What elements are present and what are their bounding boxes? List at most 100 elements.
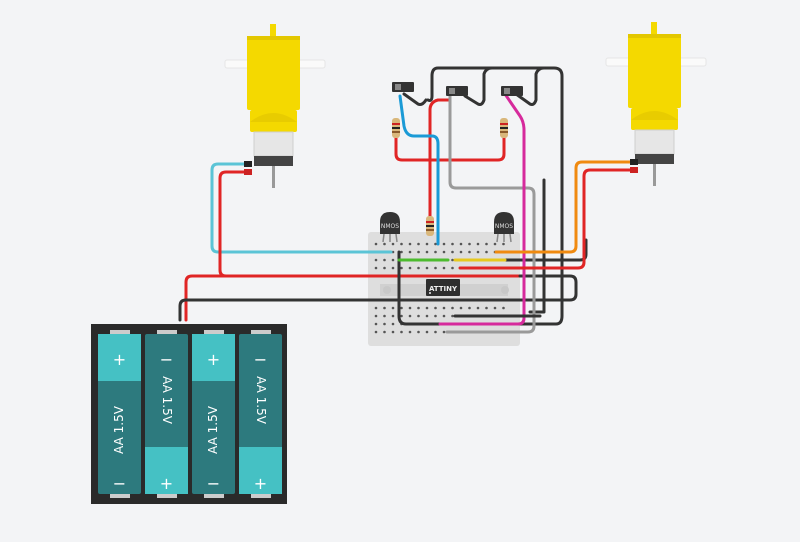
breadboard-hole[interactable] xyxy=(374,242,378,246)
motor-right[interactable] xyxy=(605,22,707,186)
wire-black-top[interactable] xyxy=(397,66,564,326)
breadboard-hole[interactable] xyxy=(468,242,471,246)
breadboard-hole[interactable] xyxy=(383,266,386,270)
wire-cyan[interactable] xyxy=(210,162,393,254)
resistor-1[interactable] xyxy=(392,118,400,138)
breadboard-hole[interactable] xyxy=(400,266,403,270)
breadboard-hole[interactable] xyxy=(493,306,497,310)
breadboard-hole[interactable] xyxy=(434,306,437,310)
breadboard-hole[interactable] xyxy=(374,266,378,270)
wire-red-sw2[interactable] xyxy=(428,98,451,234)
breadboard-hole[interactable] xyxy=(459,306,463,310)
wire-black-sw3[interactable] xyxy=(514,66,546,106)
breadboard-hole[interactable] xyxy=(408,314,412,318)
breadboard-hole[interactable] xyxy=(408,242,412,246)
battery-cell[interactable]: +−AA 1.5V xyxy=(98,330,141,498)
switch-2[interactable] xyxy=(446,86,468,96)
breadboard-hole[interactable] xyxy=(502,306,505,310)
breadboard-hole[interactable] xyxy=(485,306,488,310)
breadboard-hole[interactable] xyxy=(434,250,437,254)
breadboard-hole[interactable] xyxy=(451,306,454,310)
battery-cell[interactable]: −+AA 1.5V xyxy=(145,330,188,498)
attiny-chip[interactable]: ATTINY xyxy=(426,279,460,296)
breadboard-hole[interactable] xyxy=(374,330,378,334)
breadboard-hole[interactable] xyxy=(442,266,446,270)
breadboard-hole[interactable] xyxy=(434,266,437,270)
breadboard-hole[interactable] xyxy=(451,314,454,318)
breadboard-hole[interactable] xyxy=(442,250,446,254)
breadboard-hole[interactable] xyxy=(485,250,488,254)
breadboard-hole[interactable] xyxy=(400,330,403,334)
battery-pack[interactable]: +−AA 1.5V−+AA 1.5V+−AA 1.5V−+AA 1.5V xyxy=(91,324,287,504)
breadboard-hole[interactable] xyxy=(417,314,420,318)
breadboard-hole[interactable] xyxy=(417,242,420,246)
breadboard-hole[interactable] xyxy=(374,322,378,326)
breadboard-hole[interactable] xyxy=(400,242,403,246)
breadboard-hole[interactable] xyxy=(425,306,429,310)
switch-3[interactable] xyxy=(501,86,523,96)
wire-orange[interactable] xyxy=(494,160,636,254)
breadboard-hole[interactable] xyxy=(374,306,378,310)
breadboard-hole[interactable] xyxy=(400,306,403,310)
breadboard-hole[interactable] xyxy=(442,306,446,310)
breadboard-hole[interactable] xyxy=(451,242,454,246)
breadboard-hole[interactable] xyxy=(459,250,463,254)
breadboard-hole[interactable] xyxy=(408,306,412,310)
breadboard-hole[interactable] xyxy=(391,314,395,318)
breadboard-hole[interactable] xyxy=(391,306,395,310)
breadboard-hole[interactable] xyxy=(391,266,395,270)
breadboard-hole[interactable] xyxy=(434,242,437,246)
breadboard-hole[interactable] xyxy=(434,314,437,318)
breadboard-hole[interactable] xyxy=(417,330,420,334)
breadboard-hole[interactable] xyxy=(459,242,463,246)
wire-red-motor-right[interactable] xyxy=(458,168,636,270)
breadboard-hole[interactable] xyxy=(417,266,420,270)
breadboard-hole[interactable] xyxy=(451,266,454,270)
breadboard-hole[interactable] xyxy=(417,306,420,310)
transistor-right[interactable]: NMOS xyxy=(494,212,514,243)
breadboard-hole[interactable] xyxy=(442,314,446,318)
wire-black-sw2[interactable] xyxy=(463,66,494,106)
breadboard-hole[interactable] xyxy=(391,242,395,246)
breadboard-hole[interactable] xyxy=(383,314,386,318)
breadboard-hole[interactable] xyxy=(374,314,378,318)
battery-cell[interactable]: +−AA 1.5V xyxy=(192,330,235,498)
breadboard-hole[interactable] xyxy=(383,330,386,334)
wire-blue[interactable] xyxy=(398,94,440,246)
breadboard-hole[interactable] xyxy=(468,250,471,254)
breadboard-hole[interactable] xyxy=(425,314,429,318)
wire-red-battery[interactable] xyxy=(184,274,228,322)
transistor-left[interactable]: NMOS xyxy=(380,212,400,243)
motor-left[interactable] xyxy=(224,24,326,188)
breadboard-hole[interactable] xyxy=(425,250,429,254)
breadboard-hole[interactable] xyxy=(476,250,480,254)
breadboard-hole[interactable] xyxy=(502,242,505,246)
breadboard-hole[interactable] xyxy=(425,330,429,334)
breadboard-hole[interactable] xyxy=(493,242,497,246)
breadboard-hole[interactable] xyxy=(476,306,480,310)
resistor-3[interactable] xyxy=(426,216,434,236)
breadboard-hole[interactable] xyxy=(383,306,386,310)
resistor-2[interactable] xyxy=(500,118,508,138)
wire-black-right[interactable] xyxy=(528,178,546,314)
breadboard-hole[interactable] xyxy=(383,322,386,326)
breadboard-hole[interactable] xyxy=(451,258,454,262)
breadboard-hole[interactable] xyxy=(442,242,446,246)
breadboard-hole[interactable] xyxy=(425,266,429,270)
breadboard-hole[interactable] xyxy=(408,330,412,334)
breadboard-hole[interactable] xyxy=(417,250,420,254)
wire-magenta[interactable] xyxy=(438,92,526,326)
breadboard-hole[interactable] xyxy=(383,242,386,246)
wire-black-sw1[interactable] xyxy=(402,92,428,106)
breadboard-hole[interactable] xyxy=(391,258,395,262)
breadboard-hole[interactable] xyxy=(451,250,454,254)
breadboard-hole[interactable] xyxy=(434,330,437,334)
wire-gray[interactable] xyxy=(445,94,536,334)
breadboard-hole[interactable] xyxy=(391,322,395,326)
breadboard-hole[interactable] xyxy=(485,242,488,246)
breadboard-hole[interactable] xyxy=(476,242,480,246)
wire-black-battery[interactable] xyxy=(178,274,578,322)
breadboard-hole[interactable] xyxy=(408,250,412,254)
breadboard-hole[interactable] xyxy=(468,306,471,310)
breadboard-hole[interactable] xyxy=(408,266,412,270)
